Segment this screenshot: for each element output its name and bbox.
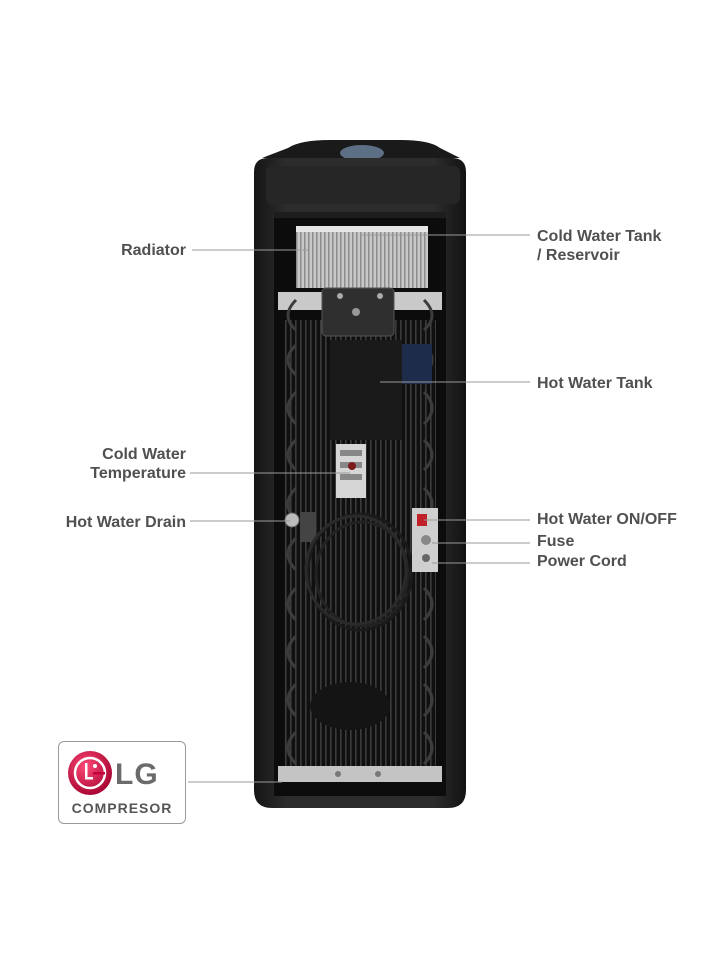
label-power-cord-text: Power Cord [537, 553, 627, 570]
label-radiator-text: Radiator [121, 242, 186, 259]
lg-compressor-badge: LG COMPRESOR [58, 741, 186, 824]
label-cold-water-tank-line2: / Reservoir [537, 247, 620, 264]
wiring-area [402, 344, 432, 384]
lg-brand-text: LG [115, 758, 159, 791]
hot-water-tank-shape [330, 340, 402, 440]
label-cold-water-tank: Cold Water Tank / Reservoir [537, 227, 661, 265]
bottom-bracket [278, 766, 442, 782]
lg-caption: COMPRESOR [71, 800, 173, 816]
switch-panel [412, 508, 438, 572]
leader-lines [188, 234, 530, 783]
label-cold-water-temperature: Cold Water Temperature [60, 445, 186, 483]
top-cap [262, 140, 460, 161]
thermostat [336, 444, 366, 498]
power-cord [304, 512, 414, 632]
drain-fitting [284, 512, 316, 542]
label-cold-water-tank-line1: Cold Water Tank [537, 228, 662, 245]
label-hot-water-on-off-text: Hot Water ON/OFF [537, 511, 677, 528]
label-radiator: Radiator [80, 241, 186, 260]
radiator-fins [296, 226, 428, 288]
label-hot-water-drain: Hot Water Drain [40, 513, 186, 532]
label-fuse-text: Fuse [537, 533, 575, 550]
label-hot-water-tank: Hot Water Tank [537, 374, 653, 393]
lg-logo-icon [68, 751, 112, 795]
compressor [310, 682, 390, 730]
label-fuse: Fuse [537, 532, 574, 551]
label-power-cord: Power Cord [537, 552, 627, 571]
label-hot-water-drain-text: Hot Water Drain [65, 514, 186, 531]
label-cold-water-temperature-line2: Temperature [90, 465, 186, 482]
label-cold-water-temperature-line1: Cold Water [102, 446, 186, 463]
label-hot-water-tank-text: Hot Water Tank [537, 375, 653, 392]
label-hot-water-on-off: Hot Water ON/OFF [537, 510, 677, 529]
